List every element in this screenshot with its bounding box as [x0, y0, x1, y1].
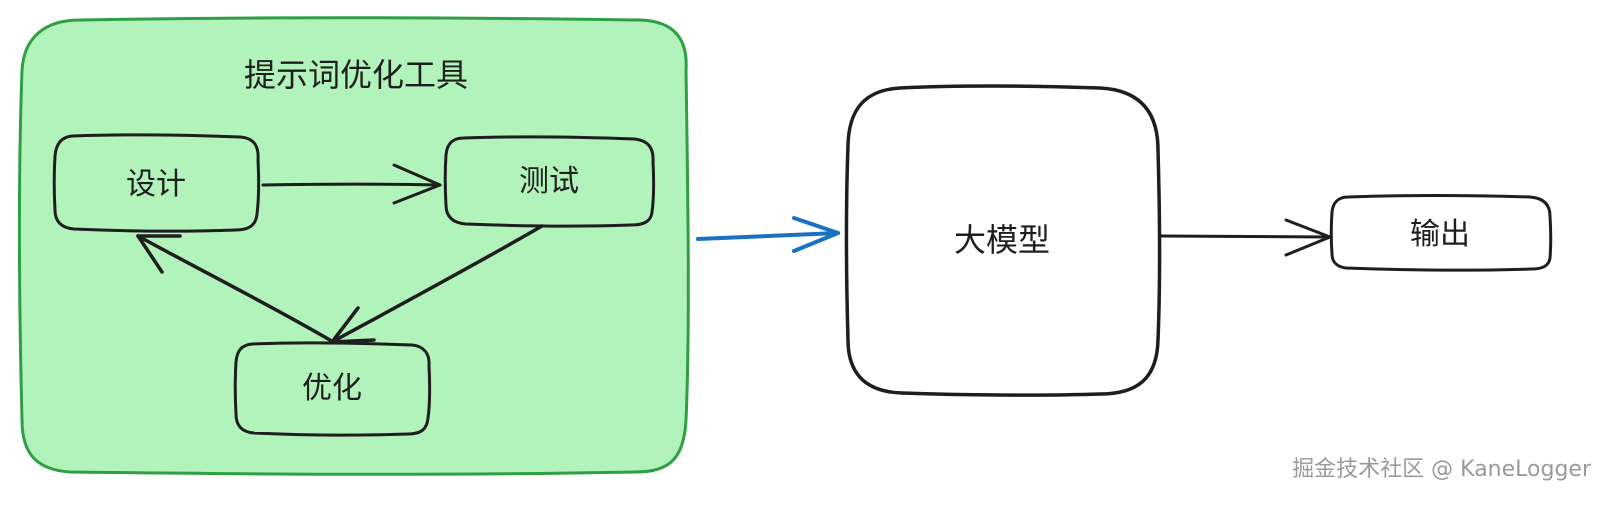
tool-group-box — [17, 16, 690, 476]
watermark-text: 掘金技术社区 @ KaneLogger — [1292, 457, 1591, 482]
tool-group-title: 提示词优化工具 — [244, 56, 468, 94]
optimize-label: 优化 — [302, 371, 362, 406]
design-node[interactable] — [52, 133, 261, 233]
llm-label: 大模型 — [954, 221, 1050, 259]
arrow-design-to-test — [261, 163, 442, 205]
arrow-test-to-optimize — [330, 224, 544, 344]
test-label: 测试 — [519, 164, 579, 199]
llm-node[interactable] — [844, 84, 1162, 397]
output-node[interactable] — [1329, 194, 1553, 272]
arrow-optimize-to-design — [136, 234, 332, 342]
arrow-llm-to-output — [1158, 218, 1332, 257]
design-label: 设计 — [126, 167, 186, 202]
optimize-node[interactable] — [233, 341, 432, 437]
test-node[interactable] — [443, 135, 656, 228]
output-label: 输出 — [1410, 217, 1470, 252]
arrow-tool-to-llm — [696, 216, 840, 253]
